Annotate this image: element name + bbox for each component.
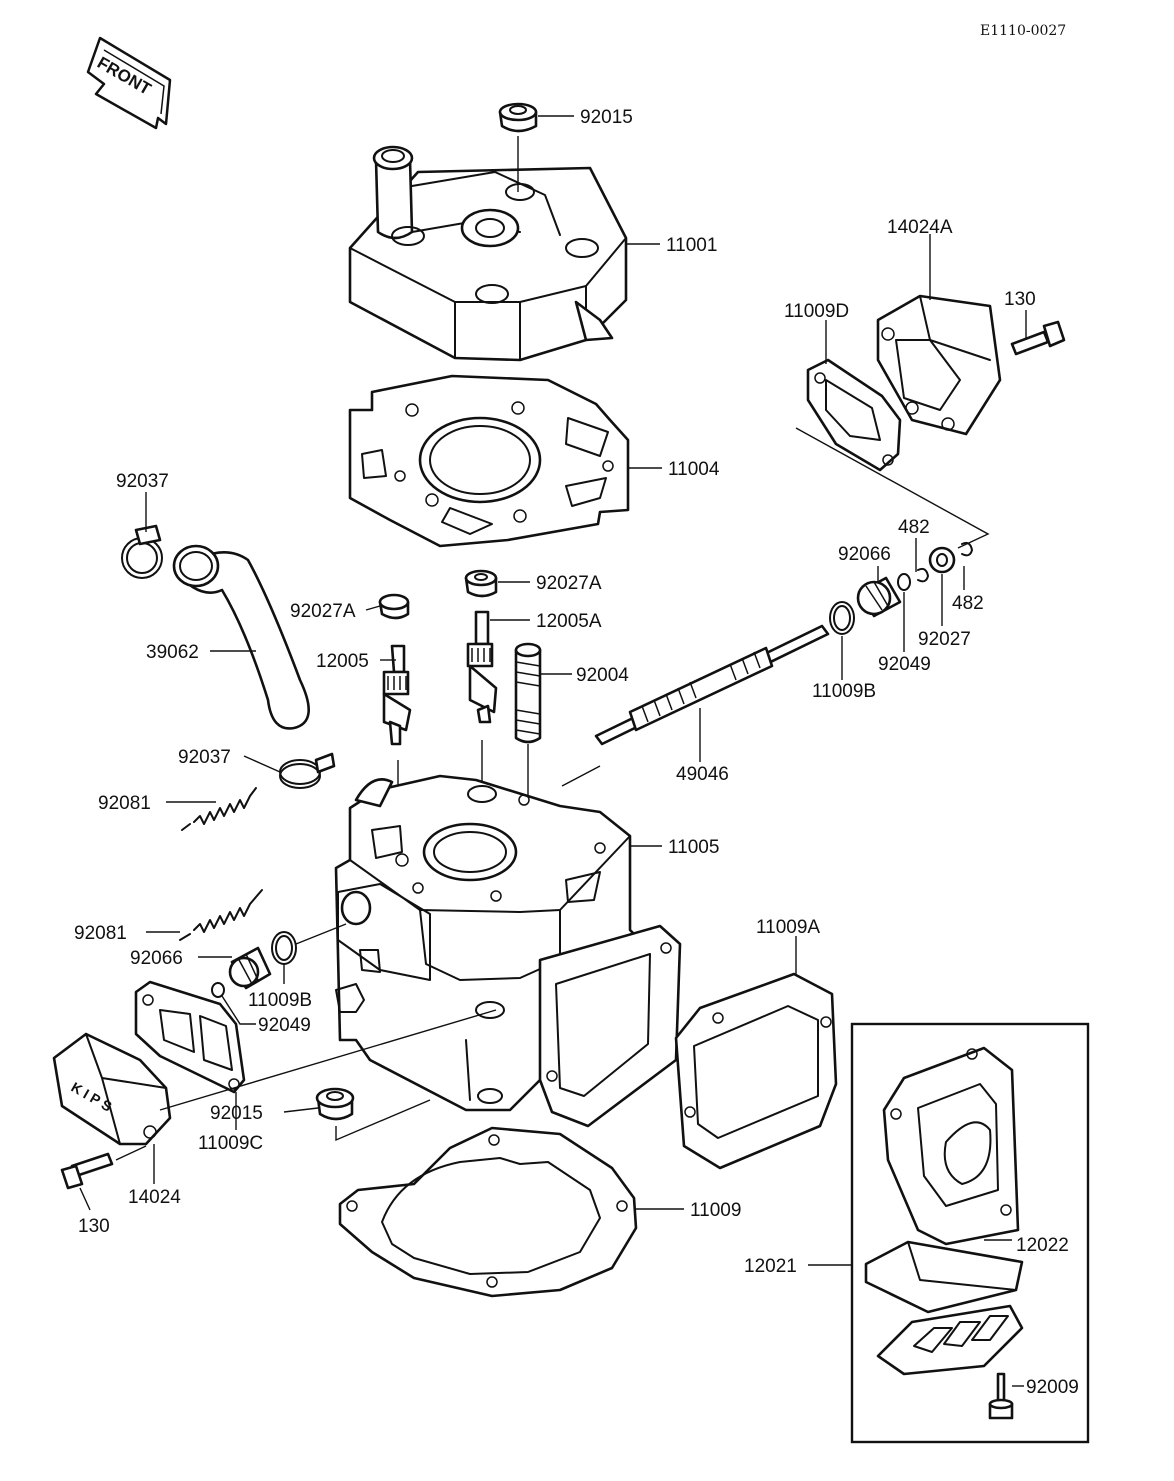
label-92027: 92027: [918, 629, 971, 650]
nut-92015-bottom-part: [315, 1087, 355, 1121]
label-92009: 92009: [1026, 1377, 1079, 1398]
label-482-top: 482: [898, 517, 930, 538]
label-92037-top: 92037: [116, 471, 169, 492]
reed-stopper-part: [876, 1304, 1024, 1376]
front-arrow-icon: FRONT: [86, 36, 172, 130]
bolt-130-bottom-part: [60, 1152, 114, 1190]
spring-92081-bottom-part: [179, 889, 263, 941]
washer-92049-right-part: [897, 573, 911, 591]
label-92081-top: 92081: [98, 793, 151, 814]
screw-92009-part: [988, 1372, 1014, 1420]
clip-482-top-part: [917, 567, 929, 583]
cylinder-head-part: [348, 145, 628, 362]
label-11009: 11009: [690, 1200, 741, 1221]
label-14024: 14024: [128, 1187, 181, 1208]
bolt-130-top-part: [1010, 320, 1066, 356]
label-39062: 39062: [146, 642, 199, 663]
label-14024A: 14024A: [887, 217, 953, 238]
gasket-11009A-part: [674, 972, 838, 1170]
label-12005: 12005: [316, 651, 369, 672]
label-11009B-right: 11009B: [812, 681, 876, 702]
gasket-11009D-part: [806, 358, 902, 472]
label-11009A: 11009A: [756, 917, 820, 938]
part-labels: 92015 11001 14024A 130 11009D 11004 9203…: [74, 107, 1079, 1398]
label-11005: 11005: [668, 837, 719, 858]
label-12005A: 12005A: [536, 611, 602, 632]
stud-92004-part: [514, 642, 542, 744]
reed-cover-14024A-part: [876, 294, 1002, 436]
label-92027A-mid: 92027A: [536, 573, 602, 594]
head-gasket-part: [348, 374, 630, 548]
bushing-92027A-mid-part: [464, 569, 498, 598]
valve-rod-49046-part: [594, 624, 830, 746]
clip-482-bottom-part: [961, 541, 973, 557]
spring-92081-top-part: [181, 787, 257, 831]
cap-92066-left-part: [228, 946, 272, 990]
diagram-code: E1110-0027: [980, 23, 1066, 39]
reed-valve-assembly-frame: [850, 1022, 1090, 1444]
label-92015-bottom: 92015: [210, 1103, 263, 1124]
hose-39062-part: [172, 544, 310, 730]
label-11001: 11001: [666, 235, 717, 256]
clamp-92037-bottom-part: [279, 752, 336, 789]
label-482-bottom: 482: [952, 593, 984, 614]
o-ring-11009B-right-part: [829, 601, 855, 635]
label-92004: 92004: [576, 665, 629, 686]
cap-92066-right-part: [856, 576, 902, 618]
nut-92015-top-part: [498, 102, 538, 133]
label-49046: 49046: [676, 764, 729, 785]
label-92027A-left: 92027A: [290, 601, 356, 622]
clamp-92037-top-part: [121, 524, 163, 579]
label-92037-bottom: 92037: [178, 747, 231, 768]
label-11009C: 11009C: [198, 1133, 263, 1154]
bushing-92027A-left-part: [378, 593, 410, 620]
reed-valve-12022-part: [864, 1046, 1024, 1314]
reed-spacer-part: [538, 924, 682, 1128]
label-92015-top: 92015: [580, 107, 633, 128]
label-92066-left: 92066: [130, 948, 183, 969]
label-12021: 12021: [744, 1256, 797, 1277]
label-92049-left: 92049: [258, 1015, 311, 1036]
collar-92027-part: [928, 546, 956, 574]
shaft-12005-part: [382, 644, 412, 746]
label-11004: 11004: [668, 459, 720, 480]
base-gasket-11009-part: [338, 1126, 638, 1298]
gasket-11009C-part: [134, 980, 246, 1094]
label-130-top: 130: [1004, 289, 1036, 310]
label-130-bottom: 130: [78, 1216, 110, 1237]
label-92049-right: 92049: [878, 654, 931, 675]
label-92081-bottom: 92081: [74, 923, 127, 944]
o-ring-11009B-left-part: [271, 931, 297, 965]
washer-92049-left-part: [211, 982, 225, 998]
label-92066-right: 92066: [838, 544, 891, 565]
leader-lines: [79, 115, 1027, 1387]
label-11009D: 11009D: [784, 301, 849, 322]
kips-cover-14024-part: K I P S: [52, 1032, 172, 1146]
label-11009B-left: 11009B: [248, 990, 312, 1011]
label-12022: 12022: [1016, 1235, 1069, 1256]
shaft-12005A-part: [466, 610, 498, 724]
